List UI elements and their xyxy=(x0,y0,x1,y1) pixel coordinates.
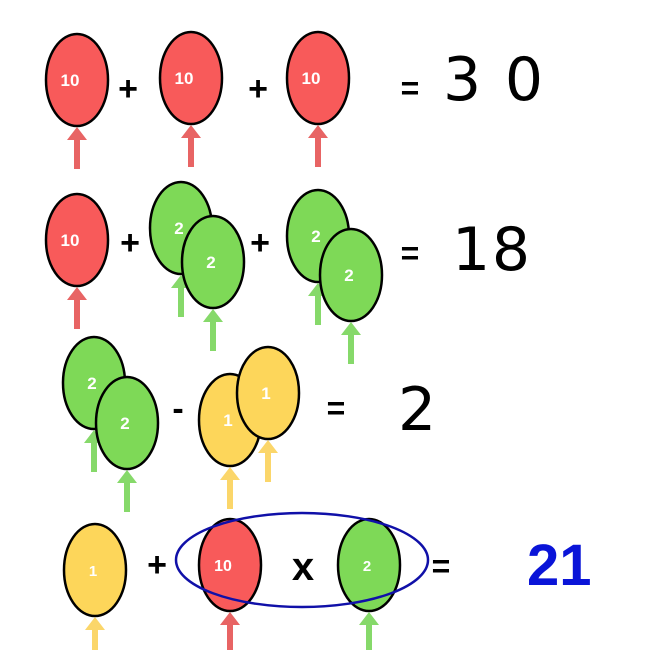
row-4-result: 21 xyxy=(527,533,592,598)
row-2-operator-1: + xyxy=(120,224,140,262)
balloon-body xyxy=(62,522,128,618)
row-4-equals: = xyxy=(432,548,451,584)
balloon-green: 2 xyxy=(94,375,160,512)
balloon-body xyxy=(285,30,351,126)
balloon-value: 2 xyxy=(120,414,129,433)
arrow-up-icon xyxy=(67,287,87,329)
balloon-value: 2 xyxy=(344,266,353,285)
balloon-value: 10 xyxy=(302,69,321,88)
balloon-body xyxy=(44,32,110,128)
balloon-value: 2 xyxy=(87,374,96,393)
balloon-value: 2 xyxy=(363,558,371,575)
balloon-body xyxy=(158,30,224,126)
balloon-green: 2 xyxy=(180,214,246,351)
arrow-up-icon xyxy=(67,127,87,169)
highlight-ellipse xyxy=(174,511,430,609)
row-2-equals: = xyxy=(401,235,420,271)
row-2-text: + + = 18 xyxy=(120,215,530,285)
arrow-up-icon xyxy=(117,470,137,512)
arrow-up-icon xyxy=(85,617,105,650)
balloon-body xyxy=(94,375,160,471)
balloon-body xyxy=(44,192,110,288)
balloon-body xyxy=(197,517,263,613)
balloon-red: 10 xyxy=(197,517,263,650)
balloon-value: 2 xyxy=(206,253,215,272)
row-2-operator-2: + xyxy=(250,224,270,262)
balloon-body xyxy=(318,227,384,323)
balloon-body xyxy=(235,345,301,441)
balloon-value: 10 xyxy=(61,71,80,90)
row-3-equals: = xyxy=(327,390,346,426)
arrow-up-icon xyxy=(308,125,328,167)
arrow-up-icon xyxy=(341,322,361,364)
balloon-value: 2 xyxy=(174,219,183,238)
row-1-result: 30 xyxy=(443,45,543,115)
row-3-operator-1: - xyxy=(172,390,183,428)
arrow-up-icon xyxy=(181,125,201,167)
row-4-operator-2: x xyxy=(292,545,314,589)
arrow-up-icon xyxy=(220,467,240,509)
balloon-red: 10 xyxy=(158,30,224,167)
balloon-green: 2 xyxy=(336,517,402,650)
row-1-operator-2: + xyxy=(248,70,268,108)
row-3-result: 2 xyxy=(398,375,436,445)
arrow-up-icon xyxy=(220,612,240,650)
balloon-green: 2 xyxy=(318,227,384,364)
row-4-operator-1: + xyxy=(147,546,167,584)
balloon-value: 1 xyxy=(223,411,232,430)
balloon-red: 10 xyxy=(44,192,110,329)
balloon-value: 1 xyxy=(261,384,270,403)
balloon-value: 1 xyxy=(89,563,97,580)
balloon-red: 10 xyxy=(44,32,110,169)
balloon-body xyxy=(180,214,246,310)
balloon-yellow: 1 xyxy=(62,522,128,650)
row-3-text: - = 2 xyxy=(172,375,436,445)
balloon-value: 10 xyxy=(214,558,232,575)
arrow-up-icon xyxy=(258,440,278,482)
balloon-yellow: 1 xyxy=(235,345,301,482)
arrow-up-icon xyxy=(203,309,223,351)
balloon-red: 10 xyxy=(285,30,351,167)
arrow-up-icon xyxy=(359,612,379,650)
balloon-value: 10 xyxy=(61,231,80,250)
balloon-value: 10 xyxy=(175,69,194,88)
row-1-equals: = xyxy=(401,70,420,106)
balloon-value: 2 xyxy=(311,227,320,246)
row-1-operator-1: + xyxy=(118,70,138,108)
row-2-result: 18 xyxy=(452,215,530,285)
